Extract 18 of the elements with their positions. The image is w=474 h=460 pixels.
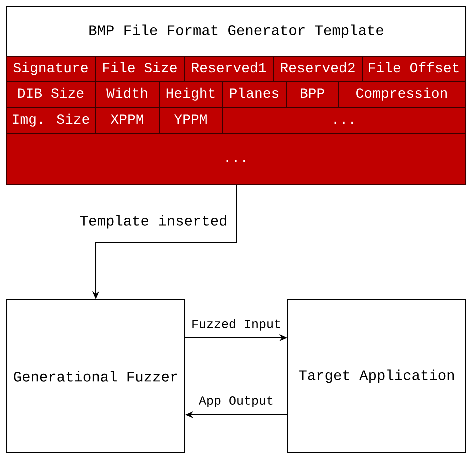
field-cell: File Offset <box>362 56 466 82</box>
edge-label: Fuzzed Input <box>190 318 282 332</box>
field-cell: XPPM <box>95 107 160 134</box>
field-cell: Reserved2 <box>273 56 363 82</box>
field-cell: File Size <box>95 56 185 82</box>
field-cell: YPPM <box>159 107 223 134</box>
field-cell: DIB Size <box>6 81 96 108</box>
field-cell: Signature <box>6 56 96 82</box>
field-cell: Planes <box>222 81 287 108</box>
field-cell: Img. Size <box>6 107 96 134</box>
field-cell: Reserved1 <box>184 56 274 82</box>
process-box: Generational Fuzzer <box>6 300 186 454</box>
field-cell: BPP <box>286 81 339 108</box>
field-cell: Width <box>95 81 160 108</box>
edge-label: Template inserted <box>78 214 229 230</box>
process-box: Target Application <box>288 300 466 454</box>
edge-label: App Output <box>198 396 275 408</box>
field-cell: Height <box>159 81 223 108</box>
